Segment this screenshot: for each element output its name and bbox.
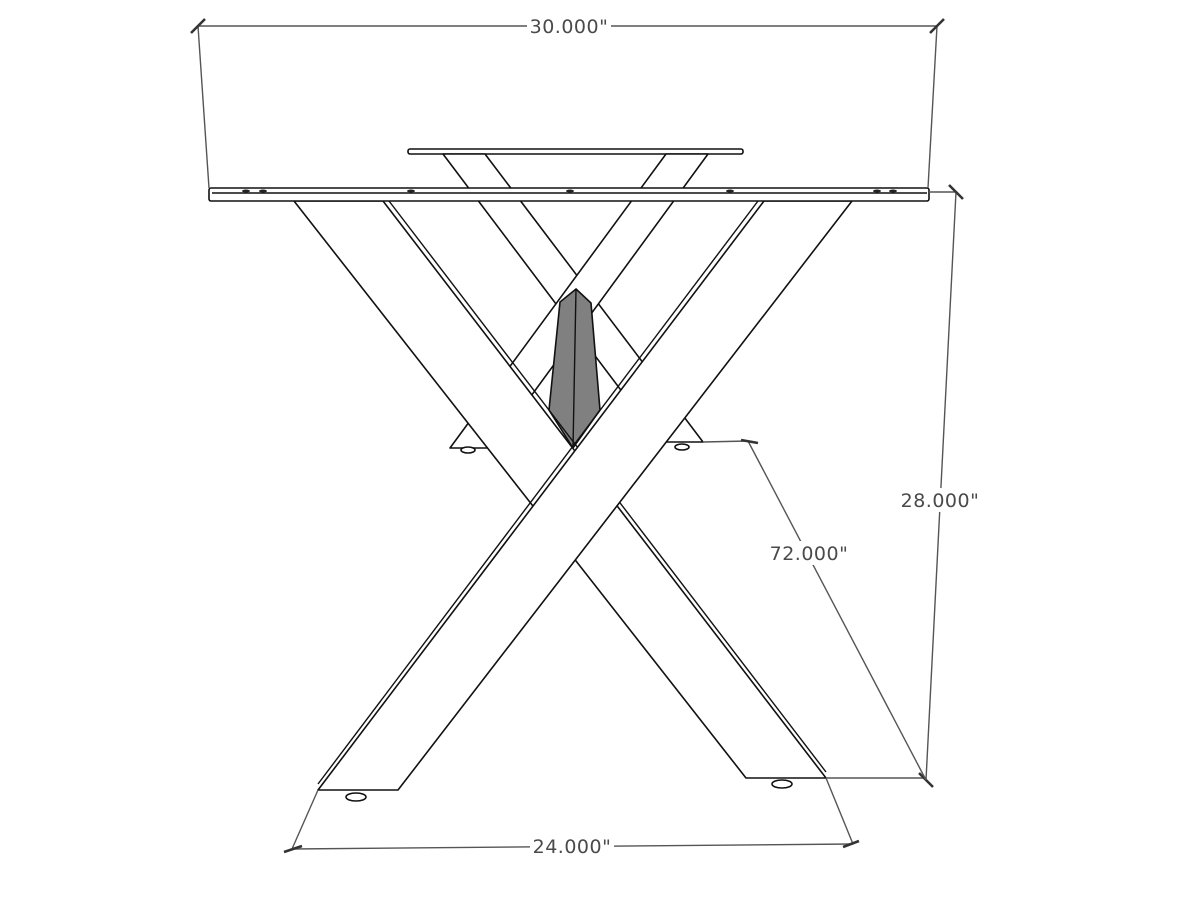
- dimension-label-length: 72.000": [770, 543, 849, 565]
- dimension-length: 72.000": [702, 438, 927, 781]
- dimension-label-height: 28.000": [901, 490, 980, 512]
- rear-foot-right: [674, 443, 690, 451]
- front-foot-right: [771, 779, 793, 789]
- rear-foot-left: [460, 446, 476, 454]
- front-top-plate: [208, 187, 930, 202]
- dimension-label-foot-width: 24.000": [533, 836, 612, 858]
- rear-top-plate: [407, 148, 744, 155]
- mounting-holes: [242, 189, 897, 193]
- front-foot-left: [345, 792, 367, 802]
- front-leg: [208, 187, 930, 802]
- center-stretcher: [548, 287, 601, 450]
- dimension-height: 28.000": [826, 184, 984, 788]
- dimension-foot-width: 24.000": [283, 777, 860, 858]
- dimension-top-width: 30.000": [190, 14, 945, 189]
- dimension-label-top-width: 30.000": [530, 16, 609, 38]
